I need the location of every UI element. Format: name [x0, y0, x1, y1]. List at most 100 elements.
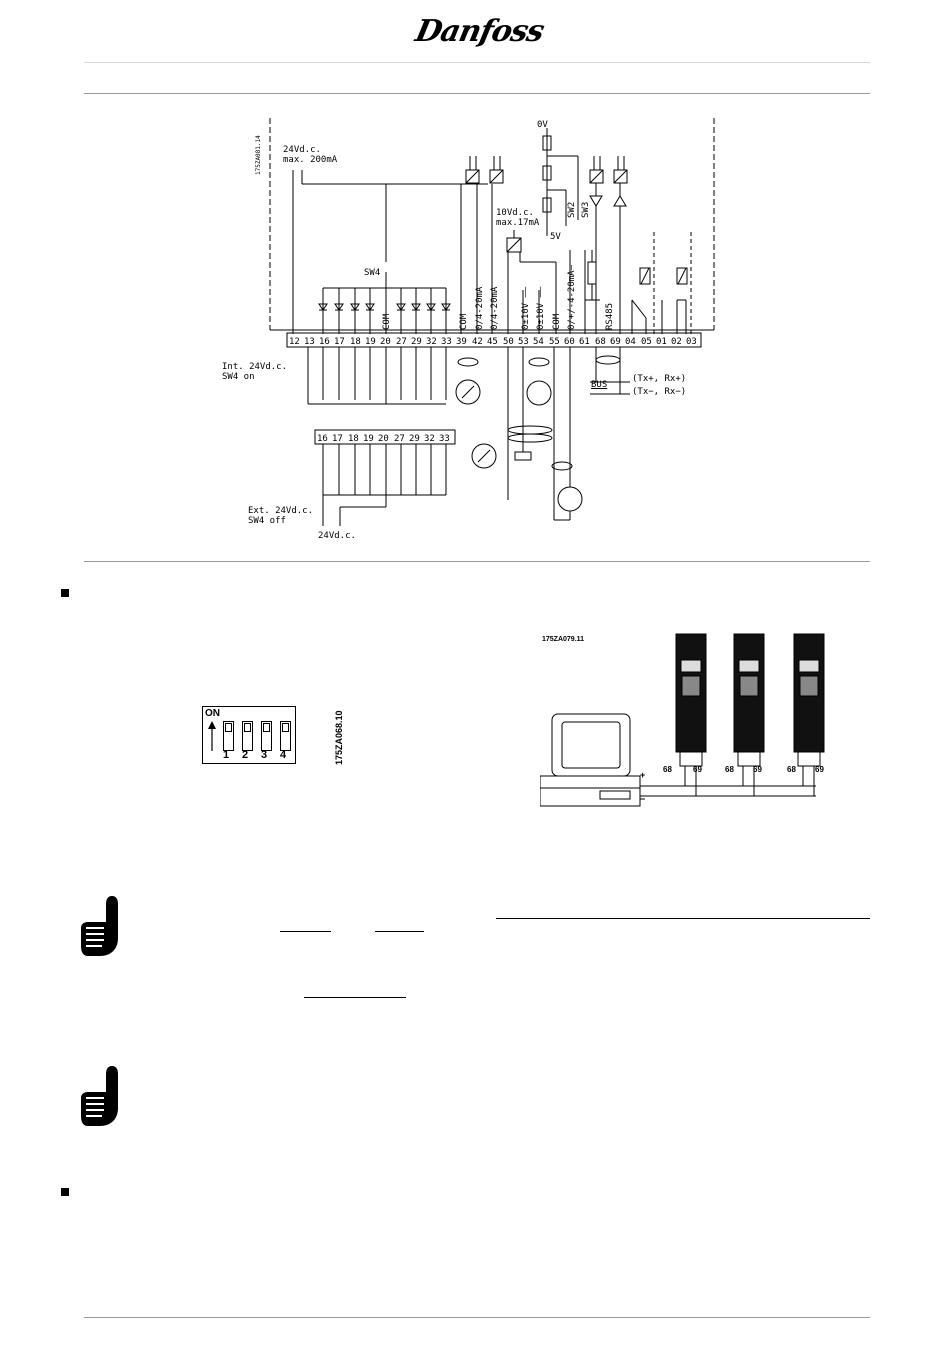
svg-text:02: 02 — [671, 337, 682, 347]
terminal-68-2: 68 — [725, 765, 734, 774]
ref-labels: 10Vd.c. max.17mA — [496, 208, 539, 228]
section-bullet — [61, 1188, 69, 1196]
dip-switch: ON 1 2 3 4 — [202, 706, 296, 764]
int-supply-labels: Int. 24Vd.c. SW4 on — [222, 362, 287, 382]
svg-text:17: 17 — [334, 337, 345, 347]
svg-text:0/4-20mA: 0/4-20mA — [475, 286, 485, 330]
terminal-69-3: 69 — [815, 765, 824, 774]
svg-text:03: 03 — [686, 337, 697, 347]
pointing-hand-icon — [81, 896, 118, 956]
drive-2 — [733, 633, 765, 767]
section-rule — [84, 561, 870, 562]
dip-switch-2[interactable] — [242, 721, 253, 751]
zero-v-label: 0V — [537, 120, 548, 130]
dip-on-label: ON — [205, 708, 220, 719]
svg-text:29: 29 — [409, 434, 420, 444]
drive-3 — [793, 633, 825, 767]
svg-text:05: 05 — [641, 337, 652, 347]
five-v-label: 5V — [550, 232, 561, 242]
header-rule — [84, 93, 870, 94]
ext-label2: SW4 off — [248, 516, 286, 526]
svg-text:68: 68 — [595, 337, 606, 347]
svg-text:19: 19 — [363, 434, 374, 444]
svg-text:69: 69 — [610, 337, 621, 347]
svg-text:53: 53 — [518, 337, 529, 347]
svg-text:175ZA081.14: 175ZA081.14 — [255, 135, 262, 175]
ext-label: Ext. 24Vd.c. — [248, 506, 314, 516]
dip-number: 2 — [242, 749, 249, 761]
terminal-69-1: 69 — [693, 765, 702, 774]
svg-text:27: 27 — [394, 434, 405, 444]
int-label2: SW4 on — [222, 372, 255, 382]
svg-text:50: 50 — [503, 337, 514, 347]
dip-switch-3[interactable] — [261, 721, 272, 751]
svg-text:COM: COM — [382, 313, 392, 330]
underline-mark — [280, 931, 331, 932]
supply-label: 24Vd.c. — [283, 145, 321, 155]
dip-number: 3 — [261, 749, 268, 761]
svg-text:54: 54 — [533, 337, 544, 347]
network-plus: + — [640, 770, 646, 780]
svg-text:RS485: RS485 — [605, 303, 615, 330]
underline-mark — [375, 931, 424, 932]
network-minus: − — [640, 794, 646, 804]
svg-text:32: 32 — [424, 434, 435, 444]
svg-text:0/4-20mA: 0/4-20mA — [490, 286, 500, 330]
svg-text:20: 20 — [380, 337, 391, 347]
svg-text:29: 29 — [411, 337, 422, 347]
bus-plus-label: (Tx+, Rx+) — [632, 374, 687, 384]
supply-labels: 24Vd.c. max. 200mA — [283, 145, 337, 165]
network-code: 175ZA079.11 — [542, 636, 585, 643]
network-diagram — [540, 633, 825, 807]
terminal-68-3: 68 — [787, 765, 796, 774]
svg-text:33: 33 — [441, 337, 452, 347]
svg-text:SW2: SW2 — [567, 202, 577, 218]
svg-text:18: 18 — [350, 337, 361, 347]
terminal-69-2: 69 — [753, 765, 762, 774]
svg-text:0/+/-4-20mA—: 0/+/-4-20mA— — [567, 264, 577, 330]
drive-1 — [675, 633, 707, 767]
section-bullet — [61, 589, 69, 597]
ext-supply-labels: Ext. 24Vd.c. SW4 off — [248, 506, 313, 526]
svg-text:04: 04 — [625, 337, 636, 347]
svg-text:12: 12 — [289, 337, 300, 347]
pointing-hand-icon — [81, 1066, 118, 1126]
svg-text:19: 19 — [365, 337, 376, 347]
dip-number: 1 — [223, 749, 230, 761]
dip-code: 175ZA068.10 — [334, 710, 344, 765]
underline-mark — [304, 997, 406, 998]
dip-switch-1[interactable] — [223, 721, 234, 751]
int-label: Int. 24Vd.c. — [222, 362, 288, 372]
svg-text:18: 18 — [348, 434, 359, 444]
svg-text:01: 01 — [656, 337, 667, 347]
sw4-label: SW4 — [364, 268, 381, 278]
arrow-up-icon — [208, 721, 216, 751]
svg-text:61: 61 — [579, 337, 590, 347]
svg-text:0±10V ——: 0±10V —— — [536, 286, 546, 330]
svg-text:27: 27 — [396, 337, 407, 347]
svg-text:33: 33 — [439, 434, 450, 444]
dip-number: 4 — [280, 749, 287, 761]
svg-text:13: 13 — [304, 337, 315, 347]
bus-label: BUS — [591, 380, 608, 390]
ref-label: 10Vd.c. — [496, 208, 534, 218]
svg-text:16: 16 — [317, 434, 328, 444]
svg-text:COM: COM — [552, 313, 562, 330]
svg-text:SW3: SW3 — [581, 202, 591, 218]
svg-text:17: 17 — [332, 434, 343, 444]
dip-switch-4[interactable] — [280, 721, 291, 751]
note-rule — [496, 918, 870, 919]
svg-text:60: 60 — [564, 337, 575, 347]
svg-text:0±10V ——: 0±10V —— — [521, 286, 531, 330]
header-rule-light — [84, 62, 870, 63]
supply-max: max. 200mA — [283, 155, 338, 165]
ext-bottom-label: 24Vd.c. — [318, 531, 356, 541]
pc-monitor — [551, 713, 631, 777]
svg-text:COM: COM — [459, 313, 469, 330]
svg-text:20: 20 — [378, 434, 389, 444]
svg-text:42: 42 — [472, 337, 483, 347]
svg-text:32: 32 — [426, 337, 437, 347]
svg-text:45: 45 — [487, 337, 498, 347]
terminal-68-1: 68 — [663, 765, 672, 774]
